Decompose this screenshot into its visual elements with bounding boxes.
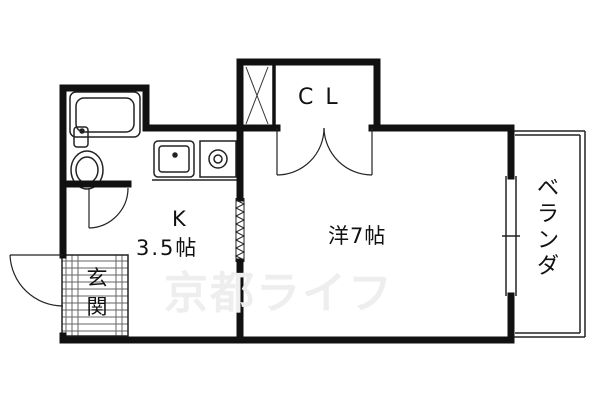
- bath-tub: [69, 91, 141, 138]
- closet-doors: [276, 127, 373, 176]
- balcony-char: ダ: [536, 254, 559, 279]
- western-room-label: 洋7帖: [328, 224, 387, 248]
- watermark-text: 京都ライフ: [164, 268, 394, 319]
- sliding-partition: [234, 198, 246, 262]
- entrance-label-bottom: 関: [86, 295, 108, 319]
- toilet-door: [88, 187, 129, 229]
- kitchen-size: 3.5帖: [136, 236, 199, 260]
- stove: [199, 140, 237, 178]
- entrance-door: [9, 254, 64, 307]
- balcony: [514, 130, 586, 338]
- kitchen-label: K: [172, 207, 186, 231]
- walls: [59, 58, 515, 344]
- balcony-char: ラ: [536, 202, 559, 227]
- balcony-char: ベ: [536, 176, 559, 201]
- genkan-tile-floor: [61, 254, 129, 337]
- sink: [153, 140, 195, 178]
- balcony-label: ベ ラ ン ダ: [536, 176, 560, 280]
- balcony-sliding-door: [502, 176, 520, 296]
- balcony-char: ン: [536, 228, 559, 253]
- closet-label: CL: [298, 85, 350, 110]
- entrance-label-top: 玄: [86, 266, 108, 290]
- pipe-shaft: [245, 66, 269, 125]
